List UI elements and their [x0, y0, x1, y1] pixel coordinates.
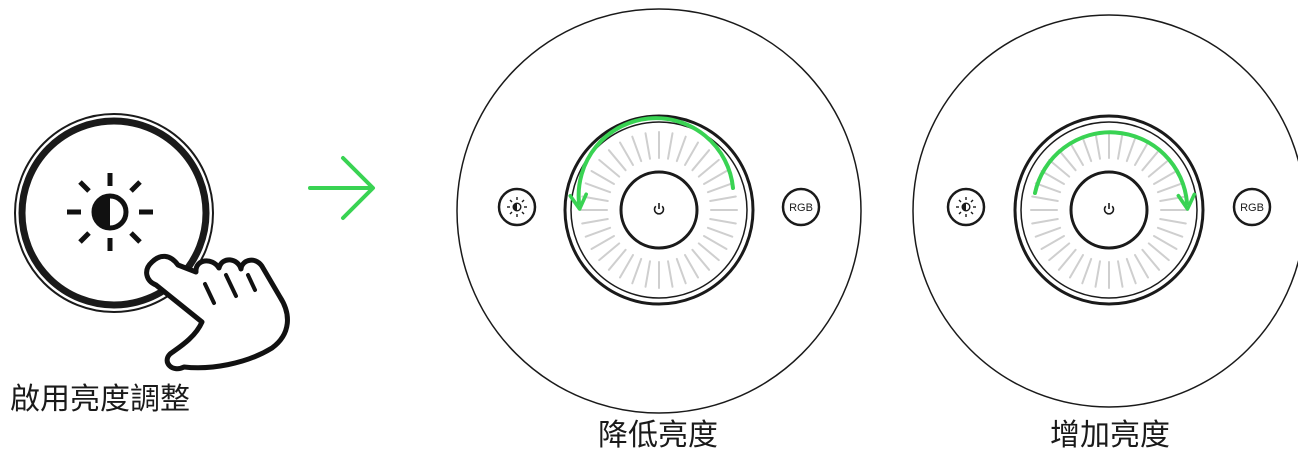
- dial-tick: [706, 226, 734, 238]
- step-enable: [14, 113, 290, 372]
- dial-tick: [667, 260, 674, 288]
- dial-tick: [697, 242, 720, 262]
- dial-tick: [1069, 141, 1084, 166]
- brightness-tick-ring: [580, 131, 738, 289]
- brightness-icon: [67, 173, 153, 251]
- dial-tick: [675, 257, 687, 285]
- dial-tick: [584, 182, 612, 194]
- dial-tick: [703, 170, 728, 185]
- dial-tick: [1141, 149, 1161, 172]
- dial-tick: [598, 158, 621, 178]
- arrow-right-icon: [308, 156, 375, 220]
- dial-tick: [1048, 158, 1071, 178]
- dial-tick: [1031, 195, 1059, 202]
- dial-tick: [1034, 226, 1062, 238]
- device-decrease: RGB: [456, 8, 862, 414]
- dial-tick: [1141, 248, 1161, 271]
- dial-tick: [697, 158, 720, 178]
- dial-tick: [1081, 135, 1093, 163]
- dial-tick: [1125, 135, 1137, 163]
- brightness-button[interactable]: [946, 187, 986, 227]
- dial-tick: [684, 141, 699, 166]
- dial-tick: [709, 195, 737, 202]
- dial-tick: [581, 195, 609, 202]
- brightness-button-large[interactable]: [14, 113, 214, 313]
- dial-ring-outer[interactable]: [563, 114, 755, 306]
- dial-tick: [607, 248, 627, 271]
- dial-tick: [590, 170, 615, 185]
- dial-tick: [581, 218, 609, 225]
- caption-increase-brightness: 增加亮度: [1050, 418, 1170, 453]
- dial-tick: [1057, 149, 1077, 172]
- dial-tick: [1031, 218, 1059, 225]
- dial-tick: [703, 235, 728, 250]
- dial-tick: [675, 135, 687, 163]
- brightness-button[interactable]: [497, 187, 537, 227]
- dial-tick: [1117, 132, 1124, 160]
- dial-tick: [1094, 132, 1101, 160]
- dial-tick: [1159, 218, 1187, 225]
- dial-tick: [1156, 182, 1184, 194]
- dial-tick: [598, 242, 621, 262]
- dial-tick: [1125, 257, 1137, 285]
- dial-tick: [607, 149, 627, 172]
- dial-tick: [1034, 182, 1062, 194]
- dial-tick: [619, 254, 634, 279]
- dial-tick: [1117, 260, 1124, 288]
- dial-tick: [1147, 158, 1170, 178]
- dial-tick: [691, 248, 711, 271]
- dial-tick: [590, 235, 615, 250]
- dial-tick: [1153, 170, 1178, 185]
- dial-tick: [691, 149, 711, 172]
- device-increase: RGB: [912, 14, 1298, 408]
- dial-tick: [584, 226, 612, 238]
- dial-tick: [1069, 254, 1084, 279]
- dial-tick: [1134, 254, 1149, 279]
- caption-decrease-brightness: 降低亮度: [598, 418, 718, 453]
- dial-tick: [706, 182, 734, 194]
- brightness-icon: [956, 197, 976, 217]
- power-icon: [1103, 203, 1115, 215]
- dial-tick: [1147, 242, 1170, 262]
- caption-enable-brightness: 啟用亮度調整: [10, 382, 190, 417]
- rgb-button-label: RGB: [1240, 202, 1264, 214]
- dial-tick: [1134, 141, 1149, 166]
- power-icon: [653, 203, 665, 215]
- dial-tick: [1048, 242, 1071, 262]
- rgb-button-label: RGB: [789, 202, 813, 214]
- power-button[interactable]: [1069, 170, 1149, 250]
- device-outline: [912, 14, 1298, 408]
- dial-tick: [1153, 235, 1178, 250]
- dial-tick: [1040, 170, 1065, 185]
- rgb-button[interactable]: RGB: [1232, 187, 1272, 227]
- dial-tick: [644, 132, 651, 160]
- dial-tick: [1156, 226, 1184, 238]
- dial-tick: [1057, 248, 1077, 271]
- hand-pointer-icon: [144, 253, 290, 372]
- rgb-button[interactable]: RGB: [781, 187, 821, 227]
- dial-ring-outer[interactable]: [1013, 114, 1205, 306]
- rotate-counterclockwise-arrow-icon: [568, 116, 735, 211]
- dial-tick: [1094, 260, 1101, 288]
- dial-tick: [709, 218, 737, 225]
- dial-tick: [684, 254, 699, 279]
- dial-tick: [667, 132, 674, 160]
- dial-ring-inner: [1020, 121, 1198, 299]
- dial-tick: [631, 135, 643, 163]
- device-outline: [456, 8, 862, 414]
- dial-tick: [1159, 195, 1187, 202]
- rotate-clockwise-arrow-icon: [1033, 130, 1197, 211]
- power-button[interactable]: [619, 170, 699, 250]
- brightness-icon: [507, 197, 527, 217]
- dial-tick: [619, 141, 634, 166]
- brightness-tick-ring: [1030, 131, 1188, 289]
- dial-tick: [631, 257, 643, 285]
- dial-tick: [1081, 257, 1093, 285]
- dial-tick: [1040, 235, 1065, 250]
- dial-tick: [644, 260, 651, 288]
